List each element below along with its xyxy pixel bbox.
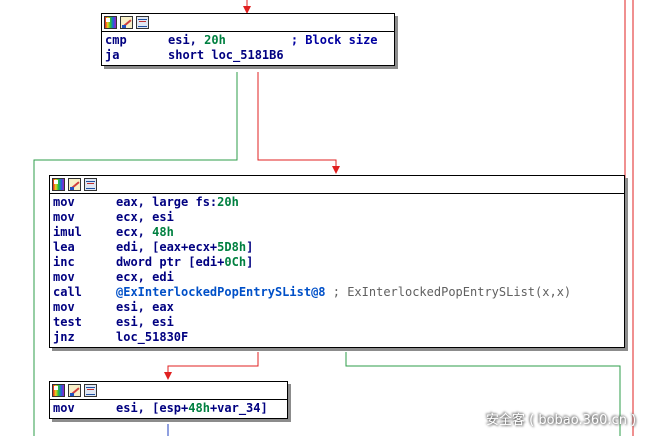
edge-incoming-arrow (243, 6, 251, 14)
mnemonic: cmp (105, 33, 127, 47)
instruction-line[interactable]: call @ExInterlockedPopEntrySList@8 ; ExIn… (53, 285, 621, 300)
palette-icon[interactable] (52, 178, 65, 191)
instruction-list: mov eax, large fs:20h mov ecx, esi imul ecx, … (50, 194, 624, 347)
palette-icon[interactable] (104, 16, 117, 29)
code-block-3[interactable]: mov esi, [esp+48h+var_34] (49, 381, 288, 419)
mnemonic: imul (53, 225, 82, 239)
graph-icon[interactable] (84, 178, 97, 191)
mnemonic: call (53, 285, 82, 299)
edge-block2-to-block3-arrow (164, 372, 172, 380)
block-header (102, 14, 394, 32)
hex-literal: 48h (152, 225, 174, 239)
mnemonic: jnz (53, 330, 75, 344)
instruction-line[interactable]: imul ecx, 48h (53, 225, 621, 240)
operand: esi, eax (116, 300, 174, 314)
edge-block1-to-block2-arrow (332, 166, 340, 174)
instruction-line[interactable]: ja short loc_5181B6 (105, 48, 391, 63)
instruction-line[interactable]: mov esi, [esp+48h+var_34] (53, 401, 284, 416)
instruction-list: cmp esi, 20h ; Block size ja short loc_5181… (102, 32, 394, 65)
hex-literal: 48h (188, 401, 210, 415)
edit-icon[interactable] (120, 16, 133, 29)
hex-literal: 5D8h (217, 240, 247, 254)
mnemonic: ja (105, 48, 120, 62)
instruction-line[interactable]: mov esi, eax (53, 300, 621, 315)
operand: ] (246, 240, 254, 254)
comment: ; Block size (225, 33, 378, 47)
edit-icon[interactable] (68, 384, 81, 397)
hex-literal: 20h (204, 33, 226, 47)
instruction-line[interactable]: test esi, esi (53, 315, 621, 330)
block-header (50, 382, 287, 400)
code-block-1[interactable]: cmp esi, 20h ; Block size ja short loc_5181… (101, 13, 395, 66)
edge-block1-true (33, 72, 238, 436)
instruction-line[interactable]: inc dword ptr [edi+0Ch] (53, 255, 621, 270)
operand: ] (246, 255, 254, 269)
edit-icon[interactable] (68, 178, 81, 191)
mnemonic: mov (53, 195, 75, 209)
operand: ecx, edi (116, 270, 174, 284)
operand: esi, [esp+ (116, 401, 189, 415)
symbol-link[interactable]: @ExInterlockedPopEntrySList@8 (116, 285, 326, 299)
operand: loc_51830F (116, 330, 189, 344)
mnemonic: mov (53, 401, 75, 415)
mnemonic: mov (53, 210, 75, 224)
edge-block1-to-block2 (257, 72, 337, 168)
graph-icon[interactable] (136, 16, 149, 29)
graph-icon[interactable] (84, 384, 97, 397)
watermark-text: 安全客 ( bobao.360.cn ) (486, 413, 637, 428)
instruction-list: mov esi, [esp+48h+var_34] (50, 400, 287, 418)
operand: edi, [eax+ecx+ (116, 240, 218, 254)
hex-literal: 20h (217, 195, 239, 209)
comment: ; ExInterlockedPopEntrySList(x,x) (325, 285, 572, 299)
mnemonic: test (53, 315, 82, 329)
mnemonic: lea (53, 240, 75, 254)
edge-block2-true (345, 352, 621, 436)
operand: +var_34] (209, 401, 268, 415)
instruction-line[interactable]: lea edi, [eax+ecx+5D8h] (53, 240, 621, 255)
operand: ecx, (116, 225, 153, 239)
operand: ecx, esi (116, 210, 174, 224)
instruction-line[interactable]: mov ecx, edi (53, 270, 621, 285)
mnemonic: mov (53, 300, 75, 314)
operand: dword ptr [edi+ (116, 255, 225, 269)
mnemonic: mov (53, 270, 75, 284)
instruction-line[interactable]: jnz loc_51830F (53, 330, 621, 345)
instruction-line[interactable]: cmp esi, 20h ; Block size (105, 33, 391, 48)
operand: esi, (168, 33, 205, 47)
palette-icon[interactable] (52, 384, 65, 397)
operand: esi, esi (116, 315, 174, 329)
mnemonic: inc (53, 255, 75, 269)
hex-literal: 0Ch (224, 255, 247, 269)
instruction-line[interactable]: mov ecx, esi (53, 210, 621, 225)
operand: short loc_5181B6 (168, 48, 284, 62)
edge-block2-to-block3 (167, 352, 259, 374)
block-header (50, 176, 624, 194)
code-block-2[interactable]: mov eax, large fs:20h mov ecx, esi imul ecx, … (49, 175, 625, 348)
operand: eax, large fs: (116, 195, 218, 209)
instruction-line[interactable]: mov eax, large fs:20h (53, 195, 621, 210)
